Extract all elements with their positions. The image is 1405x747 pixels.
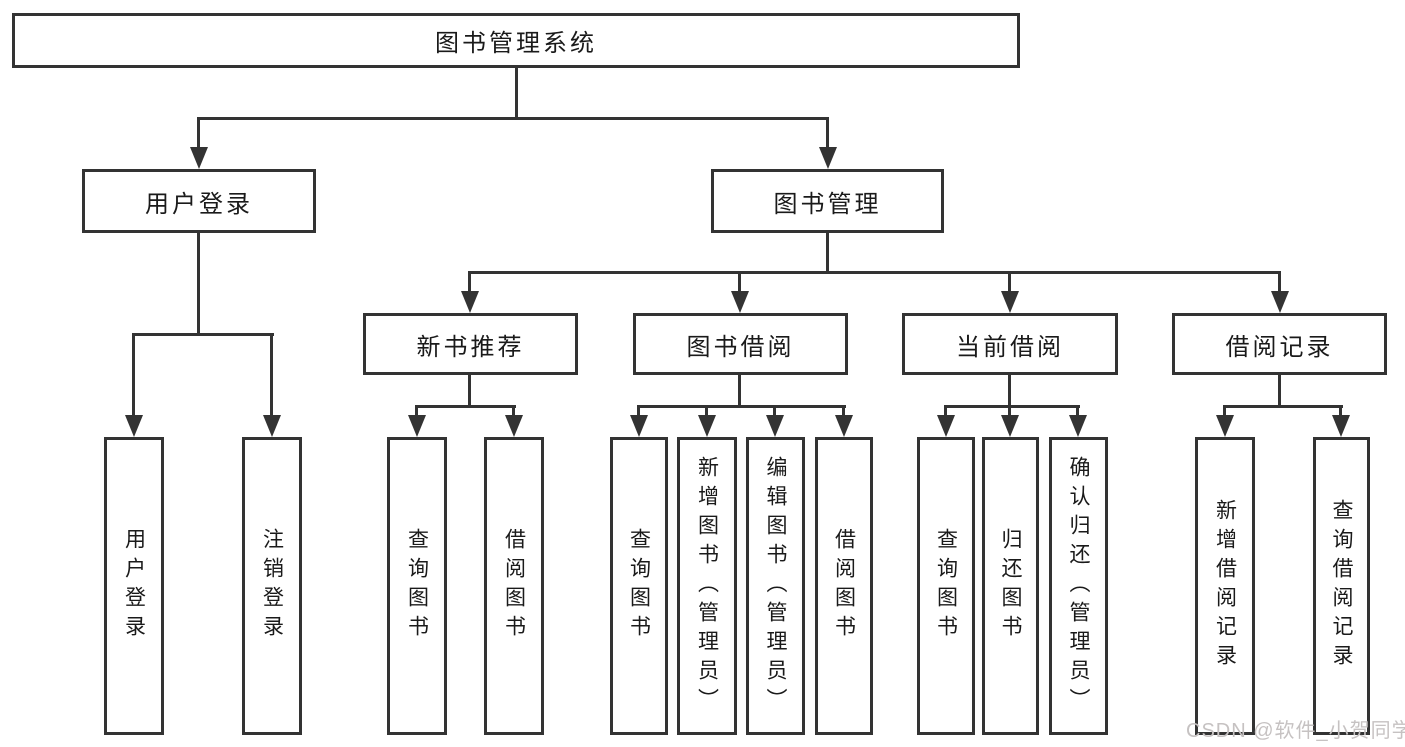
arrowhead-down-icon — [1001, 291, 1019, 313]
leaf-logout-label: 注销登录 — [260, 528, 284, 644]
leaf-user-login-label: 用户登录 — [122, 528, 146, 644]
node-borrowing-records: 借阅记录 — [1172, 313, 1387, 375]
connector-line — [773, 405, 776, 419]
leaf-query-books-newbook: 查询图书 — [387, 437, 447, 735]
connector-line — [637, 405, 640, 419]
leaf-borrow-books-borrow: 借阅图书 — [815, 437, 873, 735]
node-book-borrowing: 图书借阅 — [633, 313, 848, 375]
connector-line — [1278, 373, 1281, 407]
node-new-book-recommend: 新书推荐 — [363, 313, 578, 375]
node-book-management-label: 图书管理 — [773, 190, 882, 218]
leaf-return-book-label: 归还图书 — [999, 528, 1023, 644]
leaf-add-borrow-record-label: 新增借阅记录 — [1213, 499, 1237, 673]
connector-line — [515, 66, 518, 119]
connector-line — [468, 271, 471, 293]
connector-line — [638, 405, 846, 408]
leaf-add-book-admin: 新增图书（管理员） — [677, 437, 737, 735]
node-current-borrowing: 当前借阅 — [902, 313, 1118, 375]
connector-line — [1223, 405, 1226, 419]
connector-line — [197, 231, 200, 335]
arrowhead-down-icon — [698, 415, 716, 437]
node-borrowing-records-label: 借阅记录 — [1225, 333, 1334, 361]
node-book-borrowing-label: 图书借阅 — [686, 333, 795, 361]
node-user-login: 用户登录 — [82, 169, 316, 233]
arrowhead-down-icon — [766, 415, 784, 437]
leaf-confirm-return-admin-label: 确认归还（管理员） — [1067, 455, 1091, 717]
leaf-logout: 注销登录 — [242, 437, 302, 735]
arrowhead-down-icon — [630, 415, 648, 437]
connector-line — [1008, 373, 1011, 407]
leaf-borrow-books-newbook-label: 借阅图书 — [502, 528, 526, 644]
connector-line — [132, 333, 135, 417]
connector-line — [415, 405, 418, 419]
arrowhead-down-icon — [731, 291, 749, 313]
leaf-query-books-borrow: 查询图书 — [610, 437, 668, 735]
leaf-user-login: 用户登录 — [104, 437, 164, 735]
leaf-query-books-current: 查询图书 — [917, 437, 975, 735]
leaf-query-books-borrow-label: 查询图书 — [627, 528, 651, 644]
connector-line — [1339, 405, 1342, 419]
connector-line — [469, 271, 1281, 274]
connector-line — [826, 231, 829, 273]
arrowhead-down-icon — [937, 415, 955, 437]
arrowhead-down-icon — [835, 415, 853, 437]
node-new-book-recommend-label: 新书推荐 — [416, 333, 525, 361]
connector-line — [416, 405, 516, 408]
connector-line — [826, 117, 829, 150]
arrowhead-down-icon — [819, 147, 837, 169]
connector-line — [270, 333, 273, 417]
connector-line — [738, 373, 741, 407]
connector-line — [512, 405, 515, 419]
connector-line — [1008, 271, 1011, 293]
arrowhead-down-icon — [1216, 415, 1234, 437]
leaf-edit-book-admin: 编辑图书（管理员） — [746, 437, 805, 735]
connector-line — [738, 271, 741, 293]
leaf-borrow-books-borrow-label: 借阅图书 — [832, 528, 856, 644]
leaf-query-books-newbook-label: 查询图书 — [405, 528, 429, 644]
connector-line — [944, 405, 947, 419]
leaf-query-borrow-record-label: 查询借阅记录 — [1330, 499, 1354, 673]
arrowhead-down-icon — [263, 415, 281, 437]
arrowhead-down-icon — [190, 147, 208, 169]
arrowhead-down-icon — [408, 415, 426, 437]
arrowhead-down-icon — [1069, 415, 1087, 437]
leaf-edit-book-admin-label: 编辑图书（管理员） — [764, 455, 788, 717]
leaf-confirm-return-admin: 确认归还（管理员） — [1049, 437, 1108, 735]
node-root: 图书管理系统 — [12, 13, 1020, 68]
connector-line — [133, 333, 274, 336]
connector-line — [197, 117, 829, 120]
leaf-query-books-current-label: 查询图书 — [934, 528, 958, 644]
connector-line — [468, 373, 471, 407]
node-current-borrowing-label: 当前借阅 — [956, 333, 1064, 361]
connector-line — [197, 117, 200, 150]
leaf-query-borrow-record: 查询借阅记录 — [1313, 437, 1370, 735]
leaf-return-book: 归还图书 — [982, 437, 1039, 735]
arrowhead-down-icon — [505, 415, 523, 437]
arrowhead-down-icon — [125, 415, 143, 437]
arrowhead-down-icon — [461, 291, 479, 313]
watermark: CSDN @软件_小贺同学 — [1186, 720, 1405, 742]
connector-line — [705, 405, 708, 419]
connector-line — [1223, 405, 1343, 408]
leaf-add-borrow-record: 新增借阅记录 — [1195, 437, 1255, 735]
connector-line — [1076, 405, 1079, 419]
arrowhead-down-icon — [1332, 415, 1350, 437]
connector-line — [1278, 271, 1281, 293]
connector-line — [944, 405, 1080, 408]
node-root-label: 图书管理系统 — [435, 30, 597, 57]
node-user-login-label: 用户登录 — [145, 190, 253, 218]
arrowhead-down-icon — [1001, 415, 1019, 437]
connector-line — [1008, 405, 1011, 419]
node-book-management: 图书管理 — [711, 169, 944, 233]
leaf-add-book-admin-label: 新增图书（管理员） — [695, 455, 719, 717]
arrowhead-down-icon — [1271, 291, 1289, 313]
leaf-borrow-books-newbook: 借阅图书 — [484, 437, 544, 735]
connector-line — [842, 405, 845, 419]
